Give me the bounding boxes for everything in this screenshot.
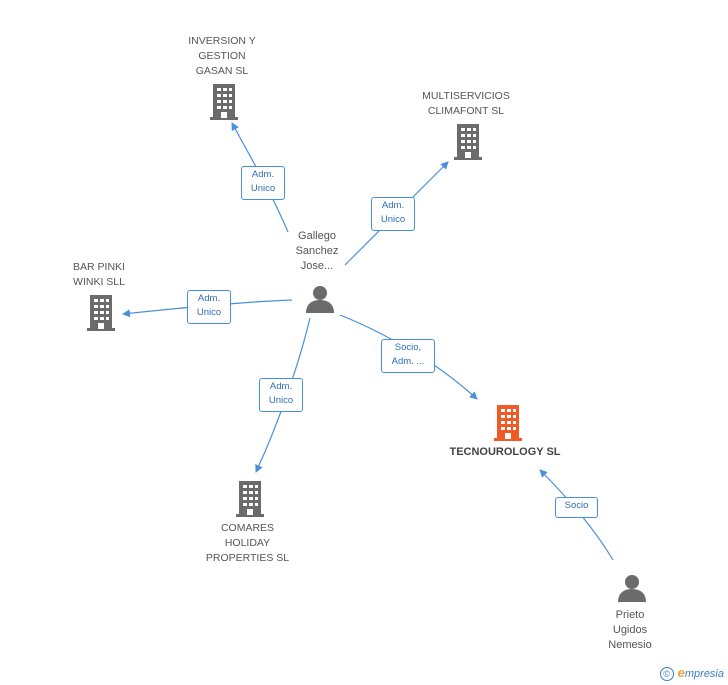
building-icon[interactable] — [452, 124, 484, 160]
edge-label-prieto-to-tecnourology: Socio — [555, 497, 598, 518]
brand-logo-text: mpresia — [684, 668, 724, 680]
building-icon[interactable] — [234, 481, 266, 517]
company-label-comares[interactable]: COMARES HOLIDAY PROPERTIES SL — [205, 522, 290, 564]
brand-footer: ©empresia — [659, 665, 724, 681]
person-icon[interactable] — [305, 285, 335, 313]
person-label-prieto[interactable]: Prieto Ugidos Nemesio — [608, 609, 652, 651]
edge-label-to-inversion: Adm. Unico — [241, 166, 285, 200]
company-label-tecnourology[interactable]: TECNOUROLOGY SL — [449, 446, 561, 458]
company-label-bar-pinki[interactable]: BAR PINKI WINKI SLL — [73, 261, 125, 288]
person-label-gallego[interactable]: Gallego Sanchez Jose... — [295, 230, 339, 272]
copyright-symbol: © — [659, 667, 674, 681]
edge-label-to-tecnourology: Socio, Adm. ... — [381, 339, 435, 373]
building-icon[interactable] — [85, 295, 117, 331]
building-icon[interactable] — [208, 84, 240, 120]
brand-logo-e: e — [677, 665, 685, 680]
person-icon[interactable] — [617, 574, 647, 602]
company-label-inversion[interactable]: INVERSION Y GESTION GASAN SL — [188, 35, 256, 77]
company-label-multiservicios[interactable]: MULTISERVICIOS CLIMAFONT SL — [422, 90, 510, 117]
edge-label-to-comares: Adm. Unico — [259, 378, 303, 412]
edge-label-to-multiservicios: Adm. Unico — [371, 197, 415, 231]
building-icon[interactable] — [492, 405, 524, 441]
edge-label-to-bar-pinki: Adm. Unico — [187, 290, 231, 324]
